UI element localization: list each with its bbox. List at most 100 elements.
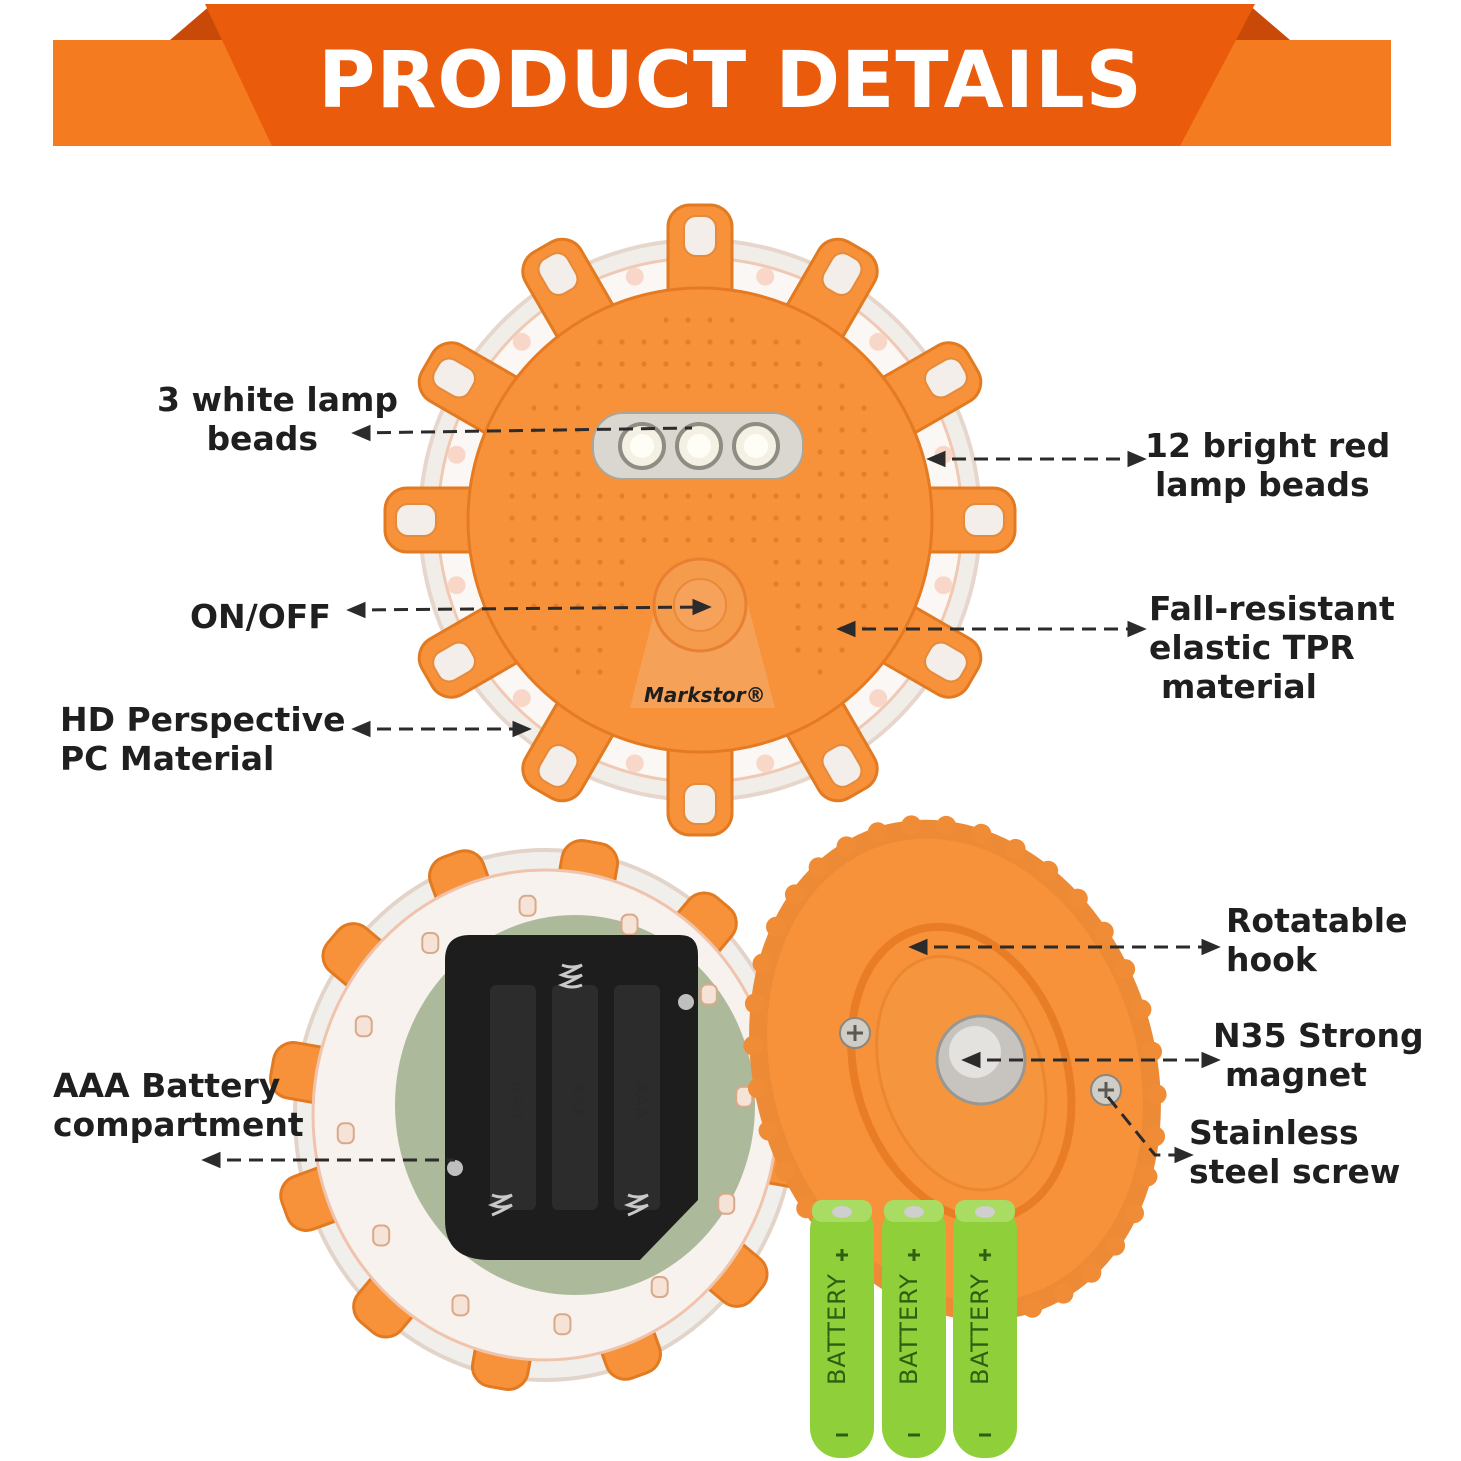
texture-dot xyxy=(883,559,889,565)
label-line: beads xyxy=(206,419,318,458)
battery-1 xyxy=(810,1200,874,1458)
lid-tooth xyxy=(744,993,765,1014)
label-hook: Rotatable hook xyxy=(1226,901,1407,979)
arrow-screw-head xyxy=(1174,1146,1194,1164)
red-led xyxy=(447,445,466,464)
texture-dot xyxy=(839,405,845,411)
arrow-on-off-head xyxy=(346,601,366,619)
arrow-pc-head xyxy=(512,720,532,738)
texture-dot xyxy=(663,537,669,543)
texture-dot xyxy=(751,361,757,367)
texture-dot xyxy=(839,581,845,587)
texture-dot xyxy=(817,427,823,433)
magnet-lid xyxy=(743,815,1167,1325)
texture-dot xyxy=(839,537,845,543)
texture-dot xyxy=(531,625,537,631)
lid-tooth xyxy=(1067,888,1088,909)
texture-dot xyxy=(575,493,581,499)
texture-dot xyxy=(729,317,735,323)
label-battery-compartment: AAA Battery compartment xyxy=(53,1066,304,1144)
red-led xyxy=(934,576,953,595)
texture-dot xyxy=(553,471,559,477)
texture-dot xyxy=(685,537,691,543)
texture-dot xyxy=(663,361,669,367)
texture-dot xyxy=(795,559,801,565)
red-led xyxy=(699,983,718,1006)
red-led xyxy=(372,1224,391,1247)
texture-dot xyxy=(641,537,647,543)
texture-dot xyxy=(531,405,537,411)
arrow-pc-head xyxy=(351,720,371,738)
texture-dot xyxy=(575,581,581,587)
texture-dot xyxy=(685,515,691,521)
texture-dot xyxy=(817,581,823,587)
label-tpr: Fall-resistant elastic TPR material xyxy=(1149,589,1395,706)
texture-dot xyxy=(839,603,845,609)
texture-dot xyxy=(817,559,823,565)
lid-tooth xyxy=(1105,1235,1126,1256)
texture-dot xyxy=(509,559,515,565)
label-on-off: ON/OFF xyxy=(190,597,331,636)
texture-dot xyxy=(509,581,515,587)
lid-tooth xyxy=(1115,959,1136,980)
texture-dot xyxy=(509,537,515,543)
texture-dot xyxy=(531,471,537,477)
texture-dot xyxy=(795,647,801,653)
texture-dot xyxy=(861,471,867,477)
texture-dot xyxy=(817,537,823,543)
lid-tooth xyxy=(774,1160,795,1181)
red-led xyxy=(735,1085,754,1108)
texture-dot xyxy=(619,537,625,543)
texture-dot xyxy=(597,669,603,675)
banner-shape xyxy=(53,4,1391,146)
texture-dot xyxy=(861,493,867,499)
arrow-hook-head xyxy=(1201,938,1221,956)
texture-dot xyxy=(839,449,845,455)
texture-dot xyxy=(861,405,867,411)
label-line: ON/OFF xyxy=(190,597,331,636)
texture-dot xyxy=(729,537,735,543)
arrow-tpr-head xyxy=(836,620,856,638)
red-led xyxy=(756,754,775,773)
texture-dot xyxy=(663,493,669,499)
lid-tooth xyxy=(752,953,773,974)
lid-tooth xyxy=(1005,838,1026,859)
arrow-magnet-head xyxy=(961,1051,981,1069)
lid-tooth xyxy=(1038,860,1059,881)
texture-dot xyxy=(817,383,823,389)
texture-dot xyxy=(575,405,581,411)
texture-dot xyxy=(597,361,603,367)
texture-dot xyxy=(707,317,713,323)
texture-dot xyxy=(817,493,823,499)
texture-dot xyxy=(729,515,735,521)
lid-tooth xyxy=(1137,1166,1158,1187)
texture-dot xyxy=(597,515,603,521)
texture-dot xyxy=(553,625,559,631)
texture-dot xyxy=(553,383,559,389)
battery-label-2: BATTERY xyxy=(894,1273,923,1385)
label-line: AAA Battery xyxy=(53,1066,281,1105)
lid-tooth xyxy=(1053,1283,1074,1304)
texture-dot xyxy=(509,493,515,499)
lid-tooth xyxy=(743,1035,764,1056)
texture-dot xyxy=(817,669,823,675)
compartment-label-3: AAA xyxy=(629,1081,651,1120)
red-led xyxy=(553,1313,572,1336)
label-line: HD Perspective xyxy=(60,700,346,739)
texture-dot xyxy=(531,559,537,565)
texture-dot xyxy=(751,339,757,345)
texture-dot xyxy=(883,493,889,499)
arrow-tpr-head xyxy=(1127,620,1147,638)
label-line: PC Material xyxy=(60,739,275,778)
texture-dot xyxy=(619,581,625,587)
texture-dot xyxy=(641,361,647,367)
texture-dot xyxy=(839,515,845,521)
texture-dot xyxy=(707,515,713,521)
texture-dot xyxy=(839,471,845,477)
texture-dot xyxy=(883,471,889,477)
red-led xyxy=(620,913,639,936)
texture-dot xyxy=(839,427,845,433)
texture-dot xyxy=(795,581,801,587)
lid-tooth xyxy=(1141,1041,1162,1062)
red-led xyxy=(625,267,644,286)
